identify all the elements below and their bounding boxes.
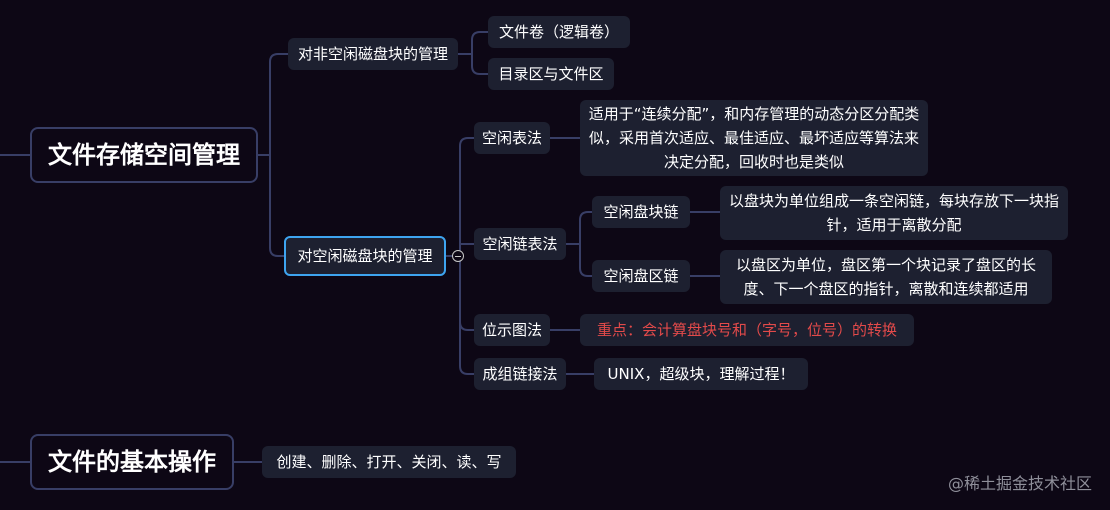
root-label: 文件的基本操作 <box>48 448 216 476</box>
node-basic-operations-list[interactable]: 创建、删除、打开、关闭、读、写 <box>262 446 516 478</box>
node-label: UNIX，超级块，理解过程！ <box>607 365 795 383</box>
node-free-extent-chain[interactable]: 空闲盘区链 <box>592 260 690 292</box>
branch-edge <box>459 137 474 256</box>
node-directory-and-file-area[interactable]: 目录区与文件区 <box>488 58 614 90</box>
branch-edge <box>459 256 474 375</box>
branch-edge <box>459 256 474 331</box>
node-label: 对非空闲磁盘块的管理 <box>297 45 448 63</box>
node-label: 目录区与文件区 <box>498 65 604 83</box>
node-label: 文件卷（逻辑卷） <box>498 23 619 41</box>
node-label: 空闲表法 <box>481 129 542 147</box>
node-bitmap-method[interactable]: 位示图法 <box>474 314 550 346</box>
branch-edge <box>269 53 288 155</box>
node-free-block-management[interactable]: 对空闲磁盘块的管理 <box>284 236 446 276</box>
note-free-block-chain[interactable]: 以盘块为单位组成一条空闲链，每块存放下一块指针，适用于离散分配 <box>720 186 1068 240</box>
collapse-toggle-icon[interactable] <box>452 250 464 262</box>
node-label: 空闲链表法 <box>482 235 558 253</box>
node-nonfree-block-management[interactable]: 对非空闲磁盘块的管理 <box>288 38 458 70</box>
branch-edge <box>471 31 488 54</box>
note-free-extent-chain[interactable]: 以盘区为单位，盘区第一个块记录了盘区的长度、下一个盘区的指针，离散和连续都适用 <box>720 250 1052 304</box>
node-label: 空闲盘区链 <box>603 267 679 285</box>
node-label: 重点：会计算盘块号和（字号，位号）的转换 <box>596 321 897 339</box>
node-free-list-method[interactable]: 空闲链表法 <box>474 228 566 260</box>
node-label: 以盘区为单位，盘区第一个块记录了盘区的长度、下一个盘区的指针，离散和连续都适用 <box>735 256 1036 298</box>
node-free-block-chain[interactable]: 空闲盘块链 <box>592 196 690 228</box>
node-file-volume[interactable]: 文件卷（逻辑卷） <box>488 16 630 48</box>
note-bitmap[interactable]: 重点：会计算盘块号和（字号，位号）的转换 <box>580 314 914 346</box>
node-label: 创建、删除、打开、关闭、读、写 <box>276 453 502 471</box>
note-free-table[interactable]: 适用于“连续分配”，和内存管理的动态分区分配类似，采用首次适应、最佳适应、最坏适… <box>580 100 928 176</box>
root-node-basic-operations[interactable]: 文件的基本操作 <box>30 434 234 490</box>
node-grouped-link-method[interactable]: 成组链接法 <box>474 358 566 390</box>
node-label: 适用于“连续分配”，和内存管理的动态分区分配类似，采用首次适应、最佳适应、最坏适… <box>588 105 920 171</box>
note-grouped-link[interactable]: UNIX，超级块，理解过程！ <box>594 358 808 390</box>
branch-edge <box>579 211 592 244</box>
node-label: 成组链接法 <box>482 365 558 383</box>
branch-edge <box>579 244 592 277</box>
node-label: 位示图法 <box>481 321 542 339</box>
watermark: @稀土掘金技术社区 <box>947 474 1092 493</box>
node-label: 对空闲磁盘块的管理 <box>297 247 433 265</box>
node-free-table-method[interactable]: 空闲表法 <box>474 122 550 154</box>
branch-edge <box>471 54 488 75</box>
node-label: 以盘块为单位组成一条空闲链，每块存放下一块指针，适用于离散分配 <box>728 192 1059 234</box>
branch-edge <box>269 155 284 257</box>
node-label: 空闲盘块链 <box>603 203 679 221</box>
root-node-storage-management[interactable]: 文件存储空间管理 <box>30 127 258 183</box>
root-label: 文件存储空间管理 <box>48 141 240 169</box>
